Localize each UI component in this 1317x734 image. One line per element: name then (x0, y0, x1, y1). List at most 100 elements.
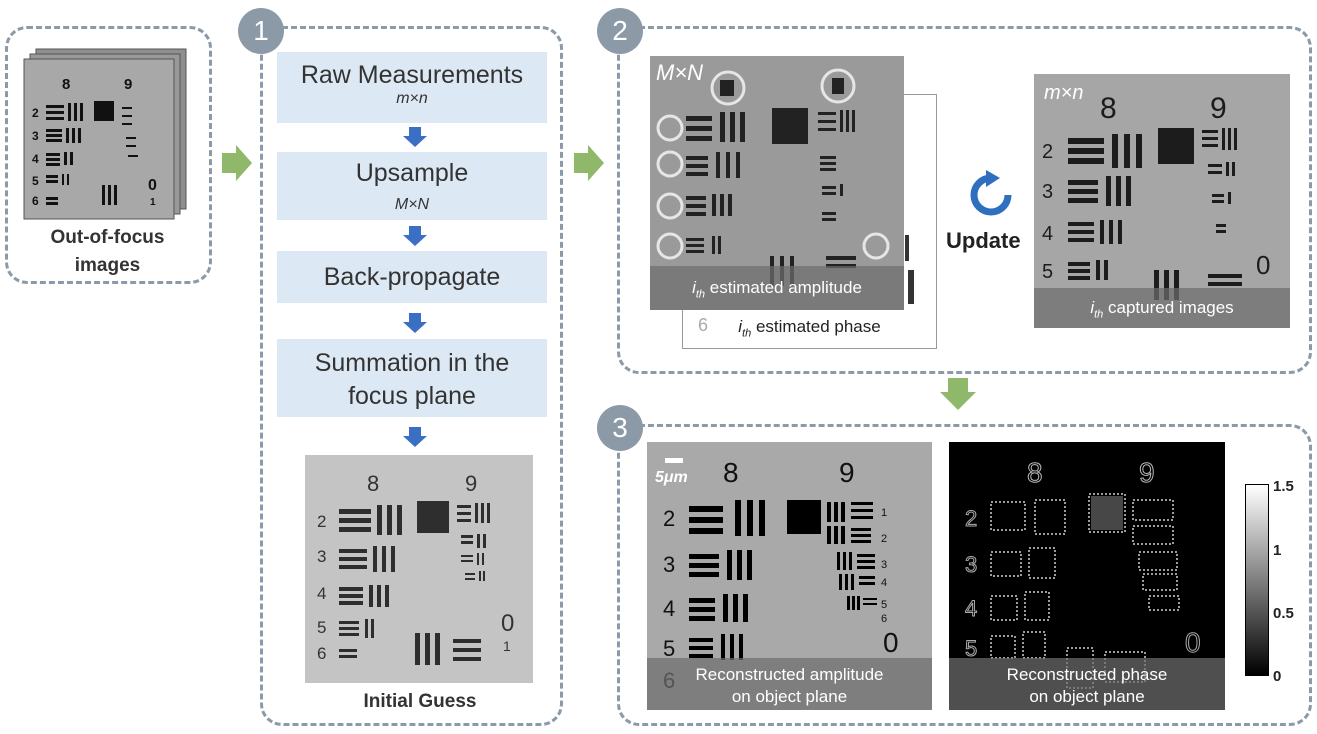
svg-text:5: 5 (663, 636, 675, 661)
svg-text:5: 5 (881, 599, 887, 611)
raw-measurements-size: m×n (396, 90, 428, 107)
reconstructed-amplitude-caption: Reconstructed amplitude on object plane (647, 658, 932, 710)
svg-text:2: 2 (317, 512, 326, 531)
svg-text:0: 0 (501, 610, 514, 637)
colorbar-tick: 0.5 (1273, 605, 1294, 622)
svg-text:2: 2 (1042, 141, 1053, 163)
update-label: Update (946, 228, 1021, 253)
down-arrow-icon (403, 313, 427, 338)
step2-panel (617, 26, 1312, 374)
svg-text:4: 4 (32, 152, 39, 166)
svg-text:9: 9 (124, 76, 132, 93)
svg-text:8: 8 (62, 76, 70, 93)
step3-badge: 3 (597, 405, 643, 451)
colorbar-tick: 1 (1273, 542, 1282, 559)
estimated-phase-sub: th (742, 327, 752, 340)
reconstructed-phase-image: 8 9 2 3 4 5 0 Reconstructed phase on obj… (949, 442, 1225, 710)
colorbar-tick: 0 (1273, 668, 1282, 685)
svg-text:8: 8 (1100, 92, 1117, 125)
svg-text:5: 5 (965, 636, 977, 661)
input-label-line2: images (74, 255, 141, 276)
svg-text:0: 0 (1185, 627, 1201, 658)
svg-text:1: 1 (503, 638, 511, 654)
svg-text:4: 4 (965, 596, 977, 621)
svg-text:2: 2 (663, 506, 675, 531)
raw-measurements-box: Raw Measurements m×n (277, 52, 547, 123)
captured-caption: ith captured images (1034, 288, 1290, 328)
step1-panel (260, 26, 563, 726)
estimated-phase-caption: ith estimated phase (683, 317, 936, 339)
flow-arrow-down-icon (940, 378, 976, 415)
captured-image: 8 9 2 3 4 5 0 m×n ith captured images (1034, 74, 1290, 328)
svg-text:6: 6 (881, 613, 887, 625)
input-panel (5, 26, 212, 284)
out-of-focus-stack: 8 9 2 3 4 5 6 0 1 (22, 45, 192, 220)
svg-text:4: 4 (881, 577, 887, 589)
estimated-amplitude-i: i (692, 278, 696, 297)
svg-text:2: 2 (32, 106, 39, 120)
svg-text:1: 1 (881, 507, 887, 519)
upsample-title: Upsample (355, 159, 469, 187)
svg-text:5: 5 (32, 174, 39, 188)
summation-box: Summation in the focus plane (277, 339, 547, 417)
svg-text:3: 3 (32, 129, 39, 143)
svg-text:6: 6 (698, 315, 708, 335)
refresh-loop-icon (966, 170, 1016, 225)
down-arrow-icon (403, 226, 427, 251)
step3-panel (617, 424, 1312, 726)
estimated-amplitude-sub: th (695, 288, 706, 301)
svg-text:0: 0 (148, 177, 157, 194)
svg-text:3: 3 (881, 559, 887, 571)
svg-text:8: 8 (723, 457, 739, 488)
flow-arrow-icon (222, 145, 252, 186)
svg-text:3: 3 (1042, 181, 1053, 203)
summation-title-line2: focus plane (348, 382, 476, 410)
initial-guess-image: 8 9 2 3 4 5 6 0 1 (305, 455, 533, 683)
svg-text:0: 0 (883, 627, 899, 658)
svg-text:6: 6 (317, 644, 326, 663)
colorbar-tick: 1.5 (1273, 478, 1294, 495)
svg-text:4: 4 (663, 596, 675, 621)
down-arrow-icon (403, 127, 427, 152)
flow-arrow-icon (574, 145, 604, 186)
upsample-box: Upsample M×N (277, 152, 547, 220)
raw-measurements-title: Raw Measurements (300, 61, 524, 89)
svg-text:8: 8 (1027, 457, 1043, 488)
colorbar (1245, 484, 1269, 676)
estimated-amplitude-image: M×N ith estimated amplitude (650, 56, 904, 310)
svg-text:1: 1 (150, 197, 156, 208)
backpropagate-box: Back-propagate (277, 251, 547, 303)
svg-text:5: 5 (317, 618, 326, 637)
svg-text:8: 8 (367, 471, 379, 496)
upsample-size: M×N (394, 196, 430, 213)
step2-badge: 2 (597, 8, 643, 54)
estimated-phase-i: i (738, 317, 743, 336)
svg-text:4: 4 (1042, 223, 1053, 245)
captured-i: i (1090, 298, 1095, 317)
estimated-phase-text: estimated phase (751, 317, 881, 336)
estimated-amplitude-text: estimated amplitude (705, 278, 862, 297)
captured-text: captured images (1103, 298, 1234, 317)
svg-text:3: 3 (965, 552, 977, 577)
captured-size-label: m×n (1044, 82, 1084, 104)
estimated-amplitude-caption: ith estimated amplitude (650, 266, 904, 310)
backpropagate-title: Back-propagate (323, 263, 501, 291)
svg-text:2: 2 (881, 533, 887, 545)
svg-text:3: 3 (663, 552, 675, 577)
svg-text:4: 4 (317, 584, 326, 603)
reconstructed-phase-line2: on object plane (1029, 687, 1145, 706)
reconstructed-amplitude-image: 8 9 2 3 4 5 6 1 2 3 (647, 442, 932, 710)
svg-text:6: 6 (32, 194, 39, 208)
svg-text:9: 9 (465, 471, 477, 496)
initial-guess-label: Initial Guess (363, 691, 477, 712)
svg-text:3: 3 (317, 547, 326, 566)
svg-text:0: 0 (1256, 250, 1270, 280)
svg-text:9: 9 (1210, 92, 1227, 125)
reconstructed-phase-caption: Reconstructed phase on object plane (949, 658, 1225, 710)
svg-text:2: 2 (965, 506, 977, 531)
input-label-line1: Out-of-focus (50, 227, 165, 248)
reconstructed-phase-line1: Reconstructed phase (1006, 665, 1168, 684)
scale-bar-label: 5μm (655, 469, 688, 486)
svg-text:5: 5 (1042, 261, 1053, 283)
input-label: Out-of-focus images (20, 224, 195, 280)
